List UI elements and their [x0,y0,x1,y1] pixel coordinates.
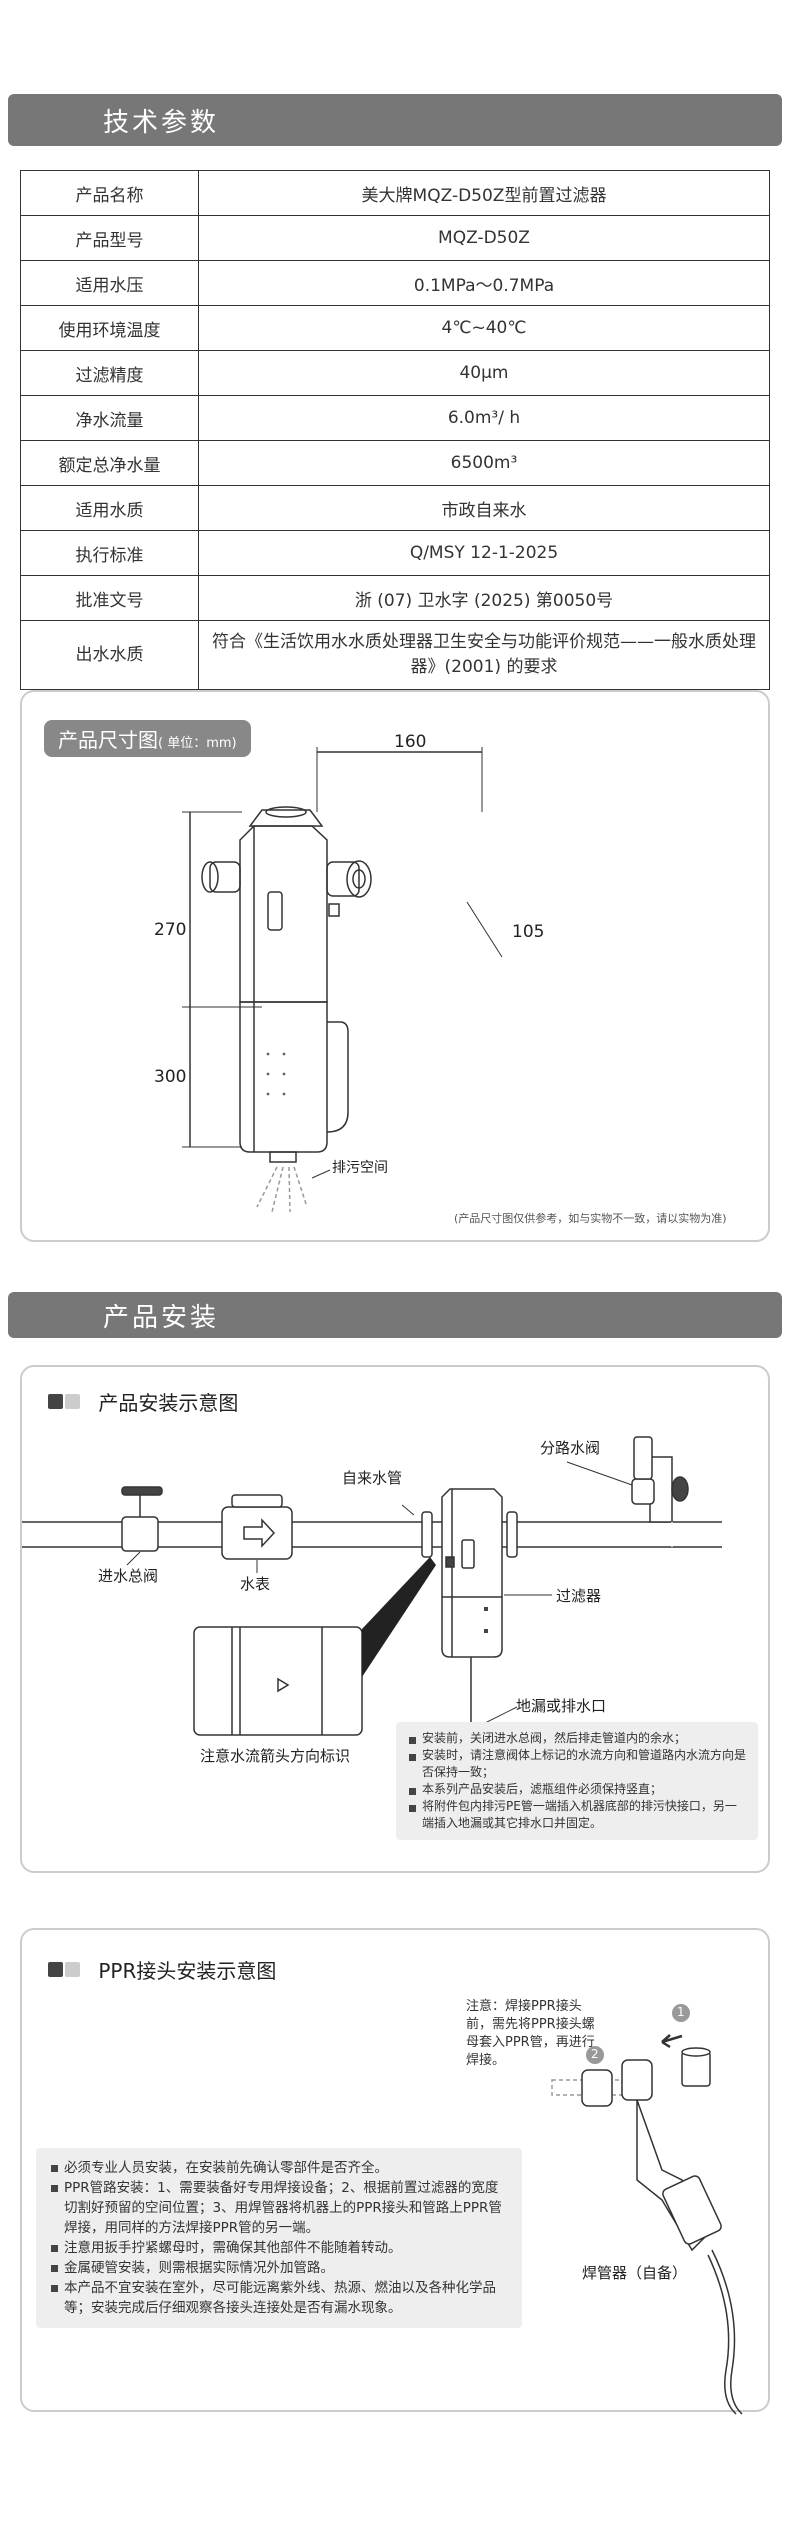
note-item: 金属硬管安装，则需根据实际情况外加管路。 [50,2258,508,2278]
filter-dimension-drawing [182,747,503,1213]
spec-label: 适用水压 [20,260,199,306]
spec-label: 额定总净水量 [20,440,199,486]
note-item: 本系列产品安装后，滤瓶组件必须保持竖直； [408,1781,746,1798]
main-valve-label: 进水总阀 [98,1567,159,1585]
step1-marker: 1 [677,2005,685,2019]
ppr-notes: 必须专业人员安装，在安装前先确认零部件是否齐全。PPR管路安装：1、需要装备好专… [36,2148,522,2328]
spec-row: 适用水质市政自来水 [20,485,770,531]
dim-height-label: 270 [154,920,187,940]
spec-label: 使用环境温度 [20,305,199,351]
section-title: 产品安装 [103,1302,220,1333]
spec-label: 产品名称 [20,170,199,216]
dim-width-label: 160 [394,732,427,752]
spec-row: 产品名称美大牌MQZ-D50Z型前置过滤器 [20,170,770,216]
branch-valve-label: 分路水阀 [540,1439,601,1457]
install-diagram [22,1436,722,1737]
note-item: 注意用扳手拧紧螺母时，需确保其他部件不能随着转动。 [50,2238,508,2258]
drain-space-label: 排污空间 [332,1160,388,1176]
arrow-note-label: 注意水流箭头方向标识 [200,1747,351,1765]
filter-label: 过滤器 [556,1587,602,1605]
note-item: 必须专业人员安装，在安装前先确认零部件是否齐全。 [50,2158,508,2178]
square-dark-icon [48,1394,63,1409]
welder-label: 焊管器（自备） [582,2264,688,2282]
spec-label: 出水水质 [20,620,199,690]
floor-drain-label: 地漏或排水口 [516,1697,607,1715]
ppr-welding-diagram [551,2004,743,2415]
install-title-row: 产品安装示意图 [48,1387,238,1416]
square-light-icon [65,1962,80,1977]
spec-row: 出水水质符合《生活饮用水水质处理器卫生安全与功能评价规范——一般水质处理器》(2… [20,620,770,690]
spec-value: 浙 (07) 卫水字 (2025) 第0050号 [198,575,770,621]
note-item: 本产品不宜安装在室外，尽可能远离紫外线、热源、燃油以及各种化学品等；安装完成后仔… [50,2278,508,2318]
install-card: 产品安装示意图 [20,1365,770,1873]
dimension-title: 产品尺寸图 [58,728,158,752]
square-dark-icon [48,1962,63,1977]
ppr-weld-note: 注意：焊接PPR接头前，需先将PPR接头螺母套入PPR管，再进行焊接。 [466,1999,595,2068]
water-meter-label: 水表 [240,1575,271,1593]
section-header-install: 产品安装 [8,1292,782,1338]
spec-value: 6.0m³/ h [198,395,770,441]
dimension-note: (产品尺寸图仅供参考，如与实物不一致，请以实物为准) [454,1212,727,1225]
ppr-card: PPR接头安装示意图 注意：焊接PPR接头前，需先将PPR接头螺母套入PPR管，… [20,1928,770,2415]
spec-value: 6500m³ [198,440,770,486]
dim-clearance-label: 300 [154,1067,187,1087]
dimension-title-pill: 产品尺寸图( 单位：mm) [44,720,251,757]
spec-value: 符合《生活饮用水水质处理器卫生安全与功能评价规范——一般水质处理器》(2001)… [198,620,770,690]
drain-spray [256,1166,308,1213]
tap-water-pipe-label: 自来水管 [342,1469,403,1487]
spec-value: 4℃~40℃ [198,305,770,351]
note-item: 安装前，关闭进水总阀，然后排走管道内的余水； [408,1730,746,1747]
note-item: 将附件包内排污PE管一端插入机器底部的排污快接口，另一端插入地漏或其它排水口并固… [408,1798,746,1832]
ppr-title-row: PPR接头安装示意图 [48,1955,276,1984]
spec-value: 美大牌MQZ-D50Z型前置过滤器 [198,170,770,216]
section-title: 技术参数 [103,107,220,138]
spec-value: Q/MSY 12-1-2025 [198,530,770,576]
spec-label: 过滤精度 [20,350,199,396]
spec-value: 0.1MPa～0.7MPa [198,260,770,306]
dim-depth-label: 105 [512,922,545,942]
note-item: PPR管路安装：1、需要装备好专用焊接设备；2、根据前置过滤器的宽度切割好预留的… [50,2178,508,2238]
install-notes: 安装前，关闭进水总阀，然后排走管道内的余水；安装时，请注意阀体上标记的水流方向和… [396,1722,758,1840]
spec-value: MQZ-D50Z [198,215,770,261]
square-light-icon [65,1394,80,1409]
spec-label: 执行标准 [20,530,199,576]
spec-label: 净水流量 [20,395,199,441]
section-header-specs: 技术参数 [8,94,782,146]
spec-label: 批准文号 [20,575,199,621]
dimension-card: 产品尺寸图( 单位：mm) [20,690,770,1242]
spec-label: 产品型号 [20,215,199,261]
ppr-title: PPR接头安装示意图 [98,1959,277,1983]
dimension-unit: ( 单位：mm) [158,736,237,751]
note-item: 安装时，请注意阀体上标记的水流方向和管道路内水流方向是否保持一致； [408,1747,746,1781]
spec-value: 市政自来水 [198,485,770,531]
spec-row: 批准文号浙 (07) 卫水字 (2025) 第0050号 [20,575,770,621]
install-title: 产品安装示意图 [98,1391,239,1415]
spec-label: 适用水质 [20,485,199,531]
step2-marker: 2 [591,2047,599,2061]
spec-value: 40μm [198,350,770,396]
